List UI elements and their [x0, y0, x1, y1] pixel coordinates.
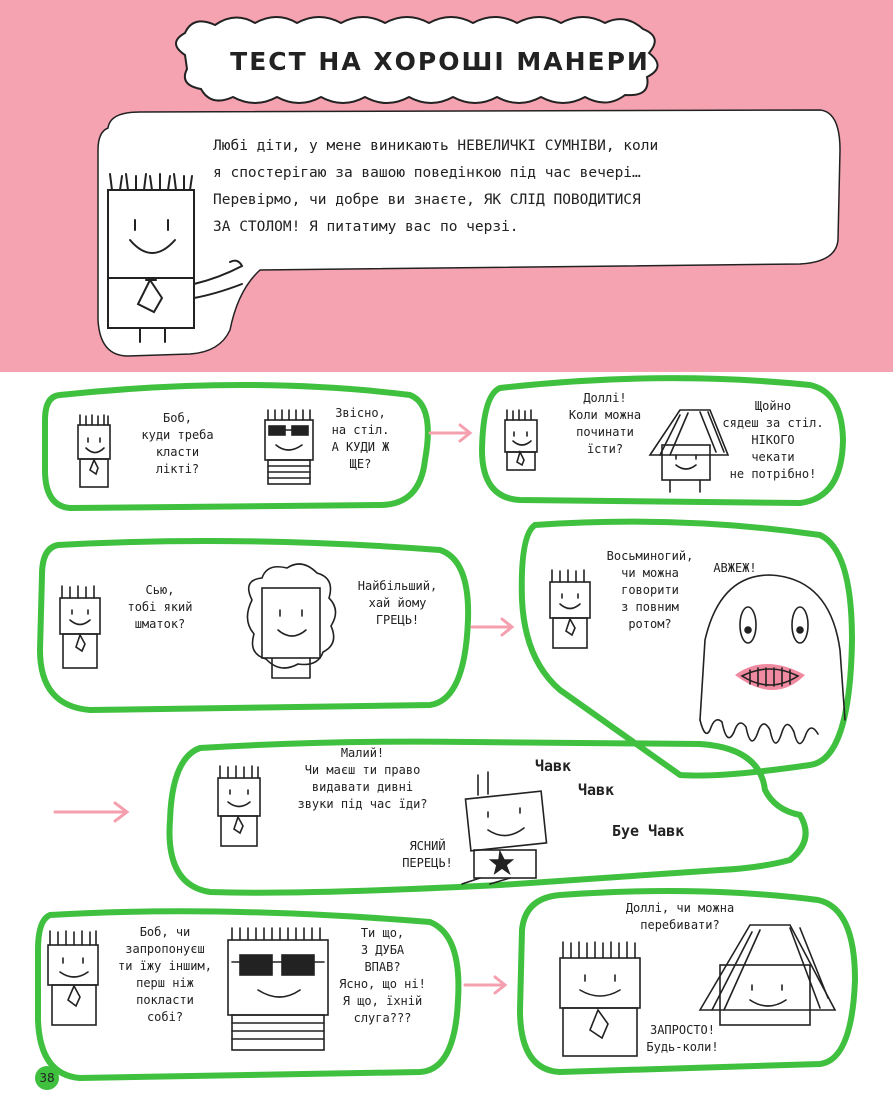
- p7-question: Доллі, чи можна перебивати?: [625, 901, 735, 932]
- p3-sue: [246, 563, 337, 679]
- p3-teacher: [59, 585, 101, 669]
- intro-speech-bubble: [97, 109, 841, 357]
- bubble-4: [518, 518, 856, 779]
- p2-dolly: [648, 409, 730, 493]
- bubble-7: [516, 888, 859, 1076]
- p1-answer: Звісно, на стіл. А КУДИ Ж ЩЕ?: [331, 406, 390, 471]
- bubble-5: [166, 738, 809, 896]
- p4-octopus: [699, 574, 846, 745]
- page-title: ТЕСТ НА ХОРОШІ МАНЕРИ: [230, 47, 650, 76]
- p5-sfx-1: Чавк: [535, 757, 572, 775]
- p6-answer: Ти що, З ДУБА ВПАВ? Ясно, що ні! Я що, ї…: [339, 926, 426, 1025]
- p1-glasses-kid: [264, 409, 314, 485]
- green-bubbles: [35, 375, 859, 1082]
- p1-question: Боб, куди треба класти лікті?: [141, 411, 214, 476]
- p3-question: Сью, тобі який шматок?: [127, 583, 193, 631]
- p3-answer: Найбільший, хай йому ГРЕЦЬ!: [357, 579, 438, 627]
- arrow-3: [53, 801, 130, 823]
- intro-text: Любі діти, у мене виникають НЕВЕЛИЧКІ СУ…: [213, 138, 659, 235]
- bubble-3: [36, 538, 472, 714]
- p2-answer: Щойно сядеш за стіл. НІКОГО чекати не по…: [722, 399, 824, 481]
- p6-glasses-kid: [227, 927, 329, 1051]
- p7-answer: ЗАПРОСТО! Будь-коли!: [646, 1023, 719, 1054]
- p1-teacher: [77, 414, 111, 488]
- p6-question: Боб, чи запропонуєш ти їжу іншим, перш н…: [118, 925, 212, 1024]
- p5-little-kid: [461, 771, 548, 885]
- arrows: [53, 423, 515, 995]
- p4-teacher: [549, 569, 591, 649]
- arrow-1: [428, 423, 473, 443]
- bubble-1: [42, 382, 431, 512]
- p5-question: Малий! Чи маєш ти право видавати дивні з…: [297, 746, 428, 811]
- p6-teacher: [47, 930, 99, 1026]
- p5-sfx-3: Буе Чавк: [612, 822, 685, 840]
- p4-answer: АВЖЕЖ!: [713, 561, 757, 575]
- p5-sfx-2: Чавк: [578, 781, 615, 799]
- arrow-2: [470, 617, 515, 637]
- p5-answer: ЯСНИЙ ПЕРЕЦЬ!: [402, 839, 453, 870]
- bubble-2: [478, 375, 847, 507]
- arrow-4: [463, 975, 508, 995]
- p7-teacher: [559, 941, 641, 1057]
- p7-dolly: [698, 924, 837, 1026]
- teacher-character: [107, 173, 244, 343]
- page-number-badge: 38: [35, 1066, 59, 1090]
- bubble-6: [35, 908, 462, 1082]
- p4-question: Восьминогий, чи можна говорити з повним …: [606, 549, 694, 631]
- p2-question: Доллі! Коли можна починати їсти?: [568, 391, 642, 456]
- p5-teacher: [217, 765, 261, 847]
- p2-teacher: [504, 409, 538, 471]
- title-cloud: [175, 16, 659, 104]
